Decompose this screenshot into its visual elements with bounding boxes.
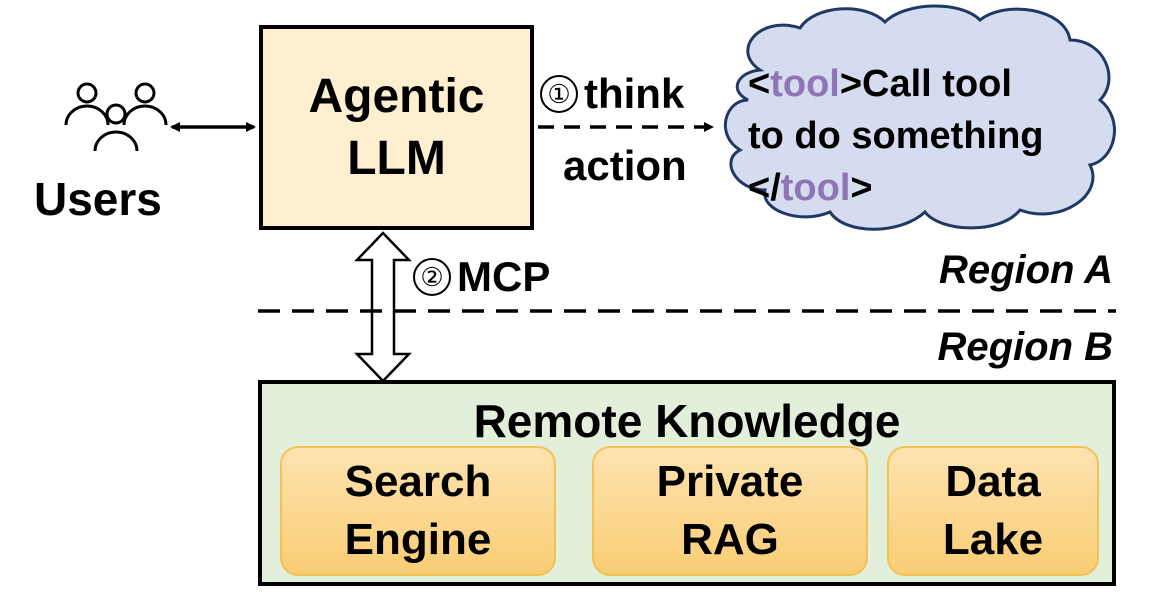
kb-label-line2: Engine xyxy=(344,515,492,564)
cloud-line2: to do something xyxy=(748,115,1044,157)
step2-number: ② xyxy=(413,258,451,296)
users-label: Users xyxy=(34,173,162,225)
cloud-open-tag: tool xyxy=(770,63,840,105)
step1-text: think xyxy=(584,70,685,117)
cloud-open-bracket: < xyxy=(748,63,771,105)
kb-label-line1: Search xyxy=(344,457,492,506)
step1-think-label: ① think xyxy=(540,70,684,118)
mcp-double-arrow xyxy=(354,231,412,383)
remote-knowledge-box: Remote Knowledge Search Engine Private R… xyxy=(258,380,1116,586)
kb-label-line1: Data xyxy=(945,457,1041,506)
agentic-llm-box: Agentic LLM xyxy=(259,25,534,230)
remote-knowledge-title: Remote Knowledge xyxy=(473,395,901,447)
llm-label-line1: Agentic xyxy=(308,69,485,123)
tool-call-cloud xyxy=(723,4,1116,231)
cloud-call-text: >Call tool xyxy=(839,63,1012,105)
data-lake-box: Data Lake xyxy=(887,446,1099,576)
llm-label-line2: LLM xyxy=(347,131,446,185)
cloud-line1: <tool>Call tool xyxy=(748,58,1108,110)
step1-action-label: action xyxy=(563,142,687,189)
kb-label-line2: Lake xyxy=(942,515,1044,564)
cloud-text: <tool>Call tool to do something </tool> xyxy=(748,58,1108,214)
cloud-close-bracket: </ xyxy=(748,167,781,209)
kb-label-line2: RAG xyxy=(681,515,779,564)
step2-mcp-label: ② MCP xyxy=(413,253,550,301)
kb-label-line1: Private xyxy=(656,457,804,506)
private-rag-box: Private RAG xyxy=(592,446,868,576)
region-b-label: Region B xyxy=(937,325,1113,369)
step2-text: MCP xyxy=(457,253,551,300)
users-icon xyxy=(64,82,168,152)
cloud-line3: </tool> xyxy=(748,162,1108,214)
cloud-close-tag: tool xyxy=(780,167,851,209)
cloud-close-end: > xyxy=(850,167,873,209)
search-engine-box: Search Engine xyxy=(280,446,556,576)
region-a-label: Region A xyxy=(938,248,1113,292)
step1-number: ① xyxy=(540,75,578,113)
